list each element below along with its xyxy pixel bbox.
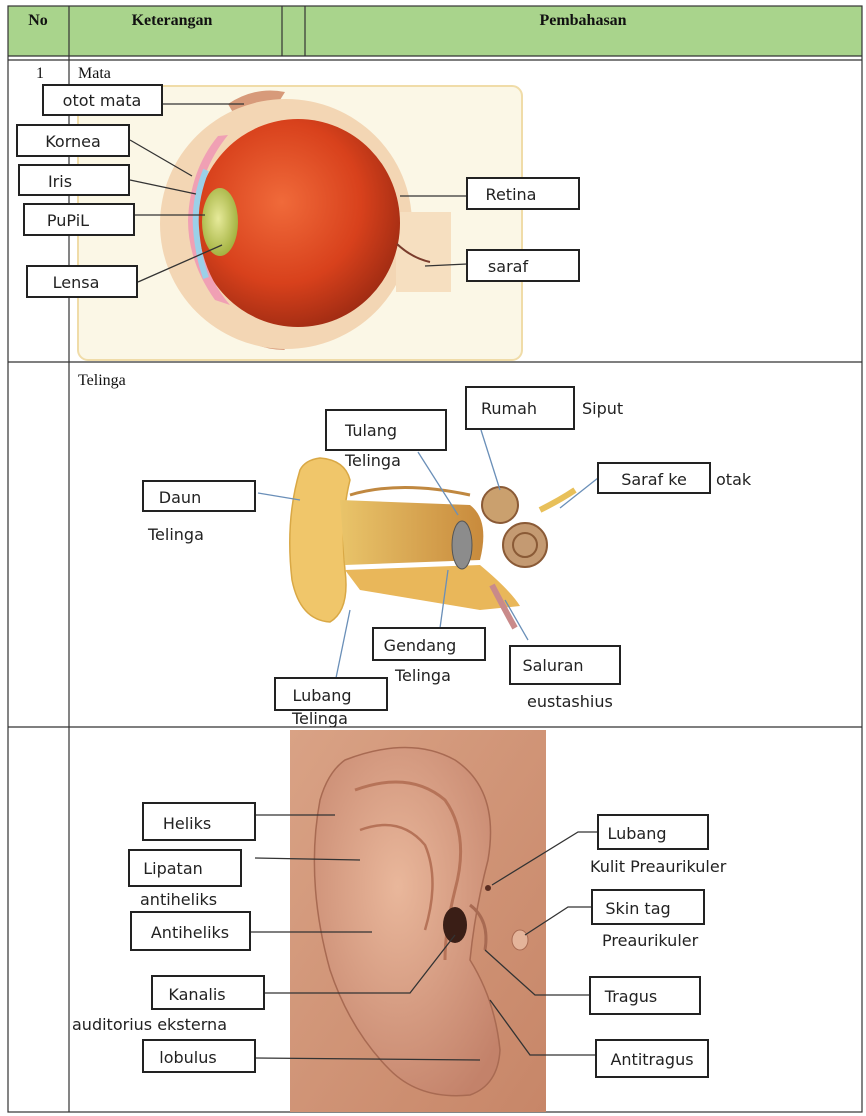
label-daun-telinga-1: Daun [159,488,201,507]
ear-inner-diagram [290,458,575,628]
label-antitragus: Antitragus [610,1050,693,1069]
label-kornea: Kornea [45,132,101,151]
label-kanalis-2: auditorius eksterna [72,1015,227,1034]
label-box-iris [19,165,129,195]
label-skin-tag-1: Skin tag [605,899,670,918]
label-lubang-kulit-2: Kulit Preaurikuler [590,857,727,876]
label-tragus: Tragus [604,987,657,1006]
label-retina: Retina [486,185,537,204]
label-tulang-telinga-1: Tulang [344,421,397,440]
label-daun-telinga-2: Telinga [147,525,204,544]
label-tulang-telinga-2: Telinga [344,451,401,470]
label-otot-mata: otot mata [63,91,142,110]
label-rumah-siput-1: Rumah [481,399,537,418]
label-lipatan-antiheliks-1: Lipatan [143,859,203,878]
label-kanalis-1: Kanalis [168,985,225,1004]
label-saraf: saraf [488,257,529,276]
header-keterangan: Keterangan [132,12,213,29]
label-saraf-ke-otak-2: otak [716,470,752,489]
label-rumah-siput-2: Siput [582,399,623,418]
label-heliks: Heliks [163,814,211,833]
label-skin-tag-2: Preaurikuler [602,931,699,950]
row-number: 1 [36,65,44,82]
label-saluran-eustashius-2: eustashius [527,692,613,711]
row-title-mata: Mata [78,65,111,82]
ear-outer-photo [290,730,546,1112]
label-lubang-telinga-1: Lubang [292,686,351,705]
eye-diagram [78,86,522,360]
label-saraf-ke-otak-1: Saraf ke [621,470,687,489]
label-antiheliks: Antiheliks [151,923,229,942]
label-gendang-telinga-1: Gendang [384,636,457,655]
header-pembahasan: Pembahasan [539,12,626,29]
label-saluran-eustashius-1: Saluran [522,656,583,675]
label-iris: Iris [48,172,72,191]
label-lubang-kulit-1: Lubang [607,824,666,843]
label-lobulus: lobulus [159,1048,216,1067]
label-lipatan-antiheliks-2: antiheliks [140,890,217,909]
header-no: No [28,12,48,29]
label-gendang-telinga-2: Telinga [394,666,451,685]
label-pupil: PuPiL [47,211,89,230]
label-lensa: Lensa [53,273,100,292]
row-title-telinga: Telinga [78,372,126,389]
label-lubang-telinga-2: Telinga [291,709,348,728]
